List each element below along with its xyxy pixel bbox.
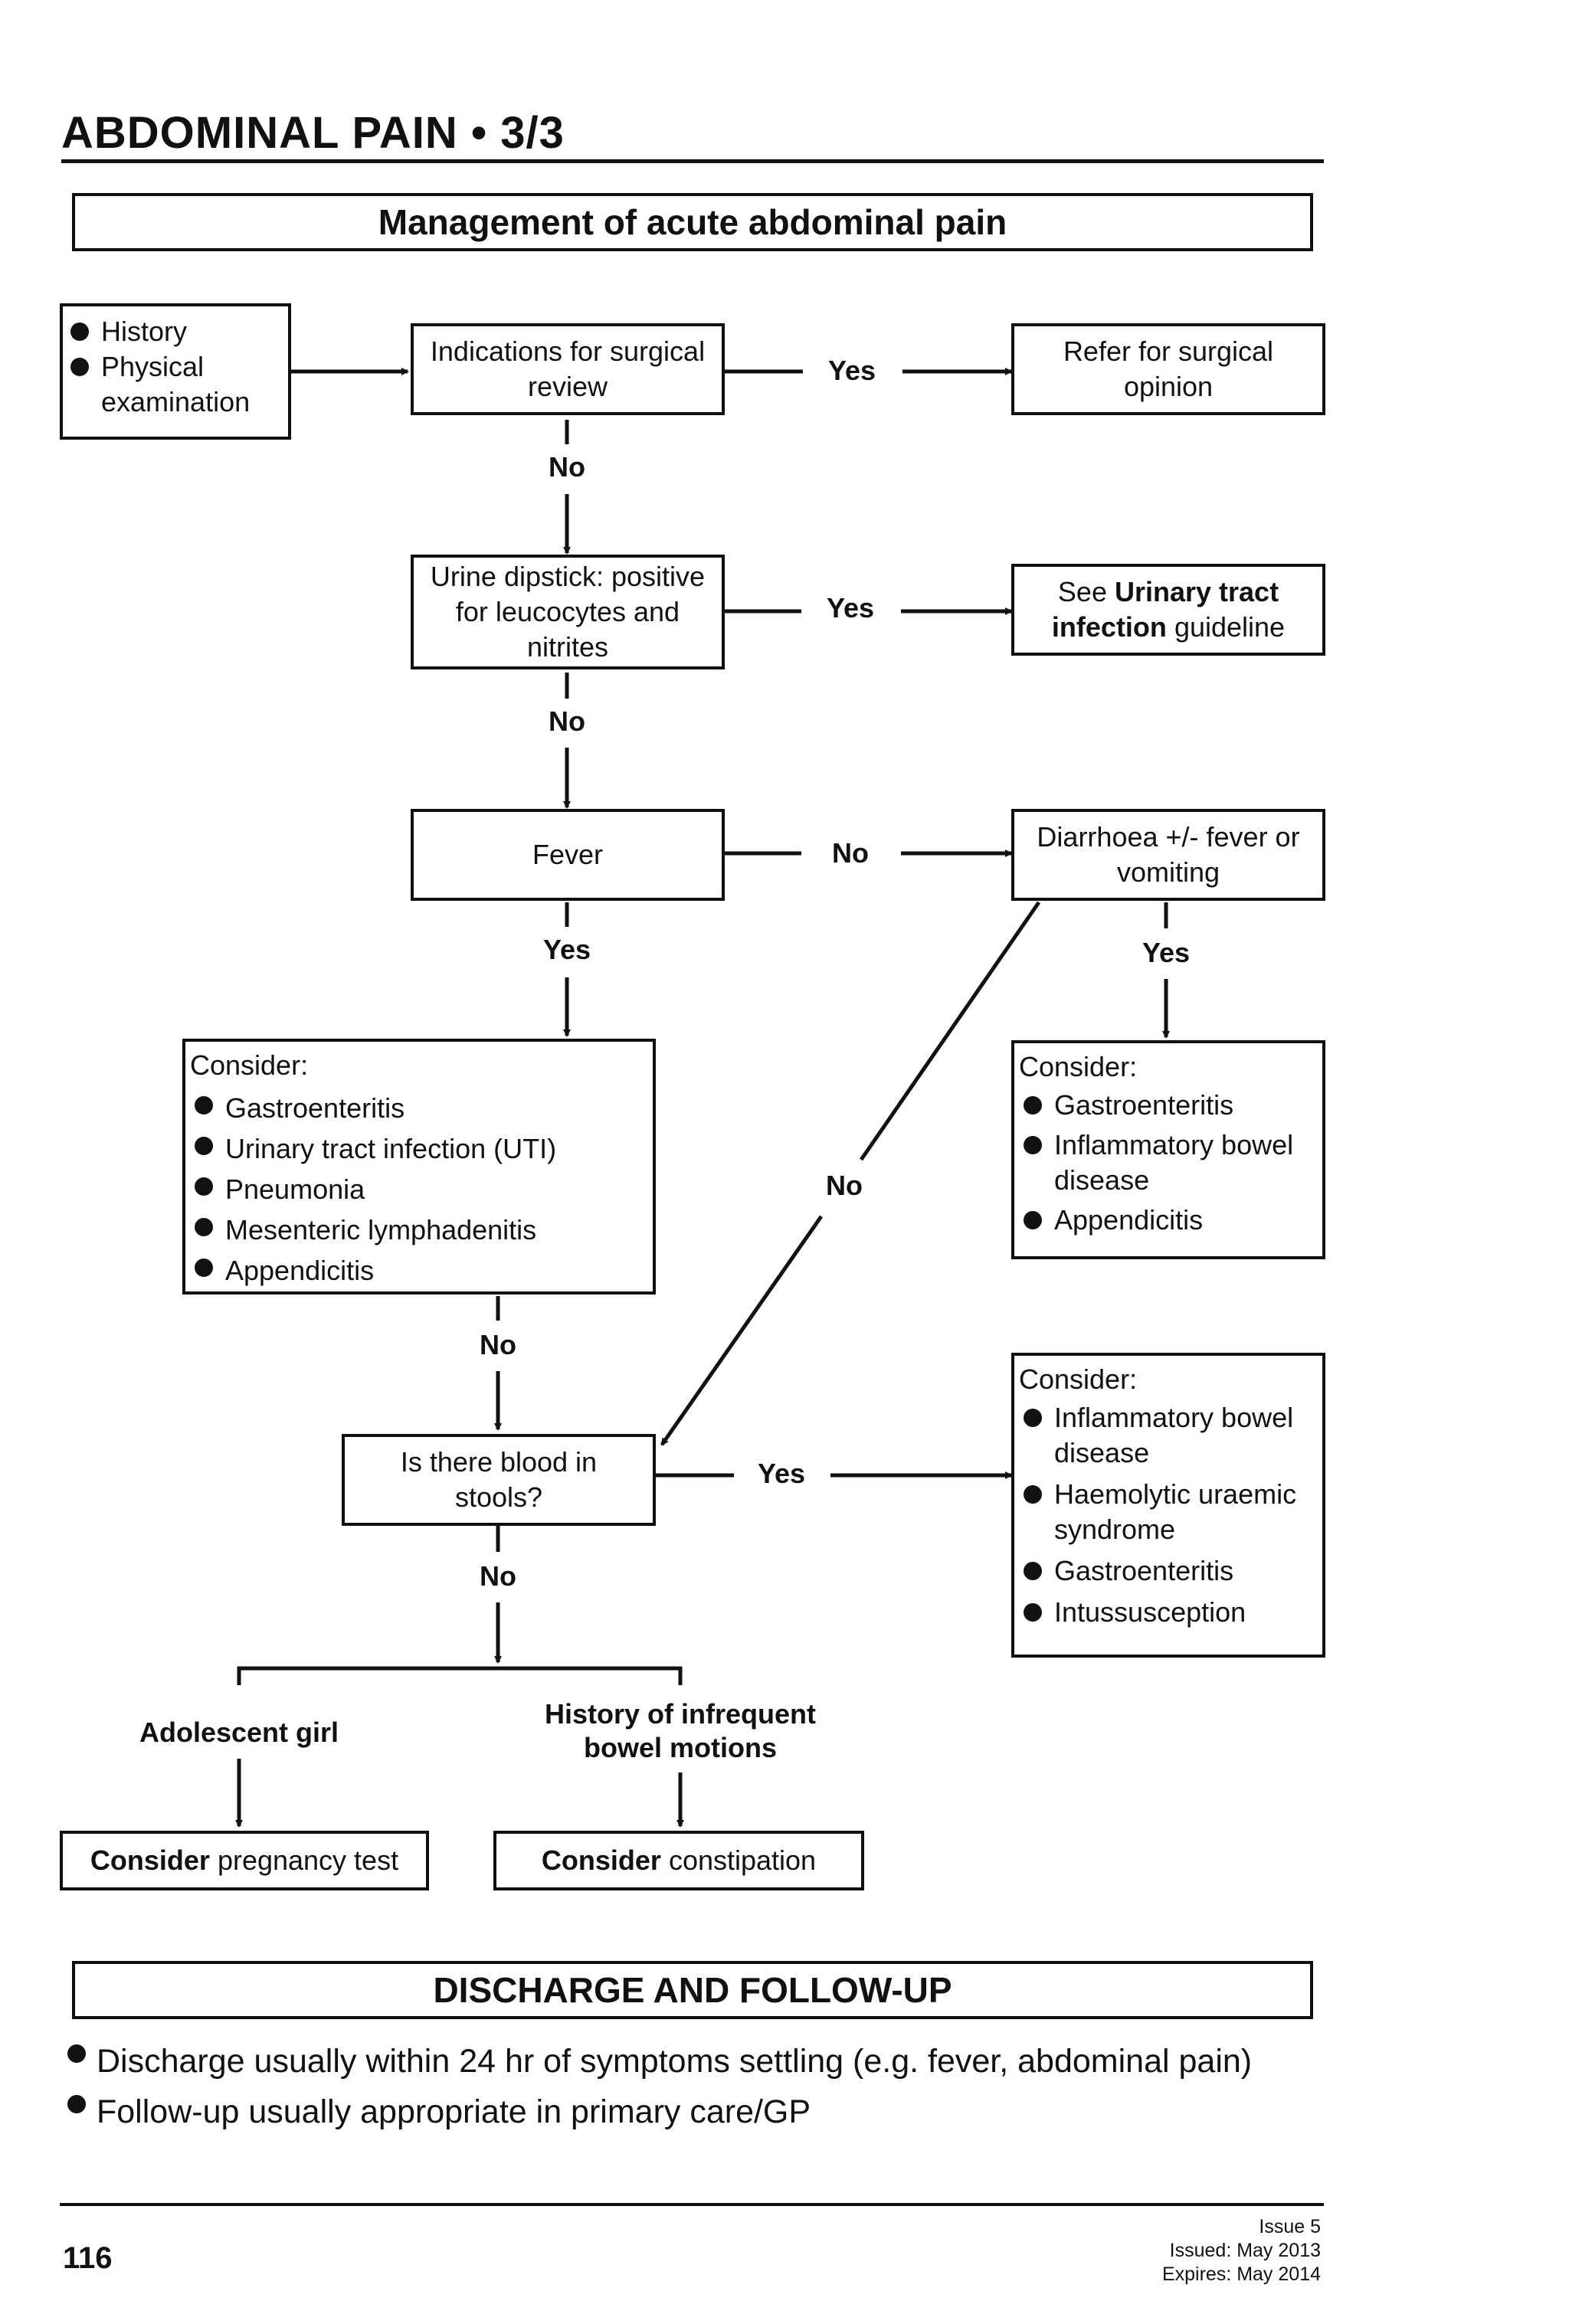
consider-blood-list: Inflammatory bowel disease Haemolytic ur… [1019,1400,1316,1630]
consider-fever-heading: Consider: [190,1049,309,1081]
issue-number: Issue 5 [1259,2216,1321,2237]
label-yes-blood: Yes [757,1458,806,1489]
page-number: 116 [63,2241,113,2275]
list-item: History [66,314,280,349]
pregnancy-action: pregnancy test [217,1844,399,1876]
constipation-action: constipation [668,1844,817,1876]
refer-surgical-box: Refer for surgical opinion [1011,323,1325,415]
history-exam-box: History Physical examination [60,303,291,440]
issue-info: Issue 5 Issued: May 2013 Expires: May 20… [1073,2215,1321,2286]
list-item: Urinary tract infection (UTI) [190,1128,647,1169]
header-rule [61,159,1324,163]
list-item: Discharge usually within 24 hr of sympto… [63,2036,1335,2087]
pregnancy-test-box: Consider pregnancy test [60,1831,429,1890]
consider-diarrhoea-box: Consider: Gastroenteritis Inflammatory b… [1011,1040,1325,1259]
surgical-review-text: Indications for surgical review [430,336,706,402]
uti-guideline-prefix: See [1057,576,1107,607]
pregnancy-test-text: Consider pregnancy test [90,1843,398,1878]
list-item: Intussusception [1019,1595,1316,1630]
fever-text: Fever [532,839,604,870]
section-title: Management of acute abdominal pain [378,202,1007,242]
urine-dipstick-text: Urine dipstick: positive for leucocytes … [430,561,706,663]
list-item: Gastroenteritis [1019,1553,1316,1589]
constipation-text: Consider constipation [542,1843,816,1878]
uti-guideline-box: See Urinary tract infection guideline [1011,564,1325,656]
list-item: Mesenteric lymphadenitis [190,1209,647,1250]
list-item: Follow-up usually appropriate in primary… [63,2087,1335,2137]
discharge-title: DISCHARGE AND FOLLOW-UP [433,1970,952,2010]
label-no-blood: No [480,1560,516,1592]
expires-date: Expires: May 2014 [1161,2263,1321,2285]
section-title-box: Management of acute abdominal pain [72,193,1313,251]
line-diarrhoea-no [859,901,1041,1161]
page-title: ABDOMINAL PAIN • 3/3 [61,108,565,158]
consider-fever-box: Consider: Gastroenteritis Urinary tract … [182,1039,656,1295]
discharge-list: Discharge usually within 24 hr of sympto… [63,2036,1335,2137]
list-item: Gastroenteritis [190,1088,647,1128]
consider-diarrhoea-heading: Consider: [1019,1051,1138,1082]
constipation-consider: Consider [541,1844,661,1876]
consider-blood-heading: Consider: [1019,1363,1138,1395]
label-no-consider: No [480,1329,516,1360]
list-item: Appendicitis [1019,1203,1316,1238]
label-no-surgical: No [549,451,585,483]
consider-blood-box: Consider: Inflammatory bowel disease Hae… [1011,1353,1325,1658]
label-no-diagonal: No [826,1170,863,1201]
blood-stools-text: Is there blood in stools? [400,1446,598,1513]
list-item: Appendicitis [190,1250,647,1291]
diarrhoea-text: Diarrhoea +/- fever or vomiting [1037,821,1300,888]
urine-dipstick-box: Urine dipstick: positive for leucocytes … [411,555,725,669]
arrow-diarrhoea-blood [660,1215,824,1446]
discharge-title-box: DISCHARGE AND FOLLOW-UP [72,1961,1313,2019]
label-yes-fever: Yes [542,934,591,965]
pregnancy-consider: Consider [90,1844,210,1876]
constipation-box: Consider constipation [493,1831,864,1890]
footer-rule [60,2203,1324,2206]
consider-fever-list: Gastroenteritis Urinary tract infection … [190,1088,647,1291]
refer-surgical-text: Refer for surgical opinion [1063,336,1274,402]
uti-guideline-suffix: guideline [1174,611,1286,643]
list-item: Inflammatory bowel disease [1019,1128,1316,1198]
label-no-urine: No [549,705,585,737]
blood-stools-box: Is there blood in stools? [342,1434,656,1526]
label-no-fever: No [832,837,869,869]
history-exam-list: History Physical examination [66,314,280,420]
list-item: Gastroenteritis [1019,1088,1316,1123]
label-yes-surgical: Yes [827,355,876,386]
uti-guideline-link: Urinary tract infection [1051,576,1279,643]
label-yes-urine: Yes [826,592,875,624]
surgical-review-box: Indications for surgical review [411,323,725,415]
list-item: Pneumonia [190,1169,647,1209]
issued-date: Issued: May 2013 [1169,2240,1321,2261]
uti-guideline-text: See Urinary tract infection guideline [1037,574,1299,645]
branch-infrequent-label: History of infrequent bowel motions [544,1698,816,1763]
fever-box: Fever [411,809,725,901]
diarrhoea-box: Diarrhoea +/- fever or vomiting [1011,809,1325,901]
label-yes-diarrhoea: Yes [1142,937,1191,968]
branch-adolescent-label: Adolescent girl [139,1717,339,1748]
list-item: Physical examination [66,349,280,420]
branch-bar [237,1666,683,1685]
list-item: Inflammatory bowel disease [1019,1400,1316,1471]
list-item: Haemolytic uraemic syndrome [1019,1477,1316,1547]
consider-diarrhoea-list: Gastroenteritis Inflammatory bowel disea… [1019,1088,1316,1238]
